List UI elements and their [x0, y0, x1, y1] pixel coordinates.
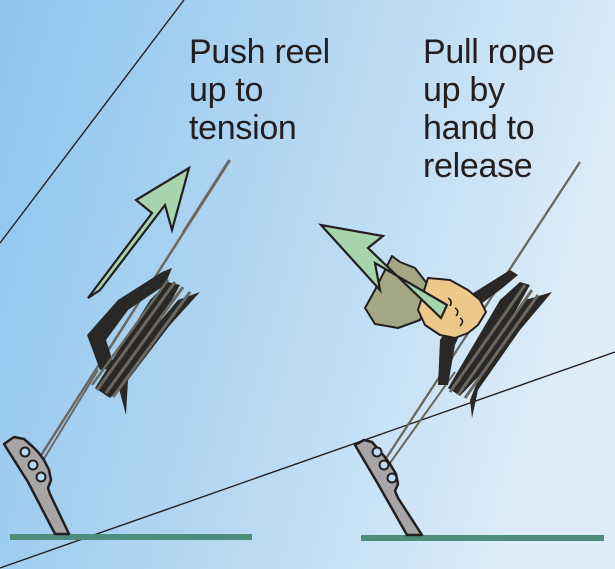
step-tension	[2, 159, 252, 540]
caption-line: Pull rope	[423, 33, 555, 71]
caption-pointer	[182, 159, 230, 233]
caption-line: up by	[423, 71, 505, 109]
rope-line	[389, 371, 456, 464]
caption-line: release	[423, 147, 533, 185]
caption-line: hand to	[423, 109, 535, 147]
caption-line: Push reel	[189, 33, 330, 71]
guide-line-upper	[0, 0, 185, 244]
anchor-bracket-icon	[2, 435, 71, 536]
guide-line-lower	[0, 351, 615, 569]
anchor-bracket-icon	[353, 438, 424, 537]
push-arrow-icon	[87, 165, 191, 299]
rope-line	[41, 369, 99, 463]
sleeve-icon	[364, 255, 433, 329]
ground-line	[10, 534, 252, 540]
caption-release: Pull rope up by hand to release	[423, 33, 555, 185]
step-release	[318, 161, 604, 541]
ground-line	[361, 535, 604, 541]
pull-arrow-icon	[318, 223, 449, 320]
caption-tension: Push reel up to tension	[189, 33, 330, 147]
caption-line: up to	[189, 71, 264, 109]
hand-icon	[417, 277, 487, 339]
rope-reel-icon	[87, 268, 200, 415]
caption-line: tension	[189, 109, 297, 147]
